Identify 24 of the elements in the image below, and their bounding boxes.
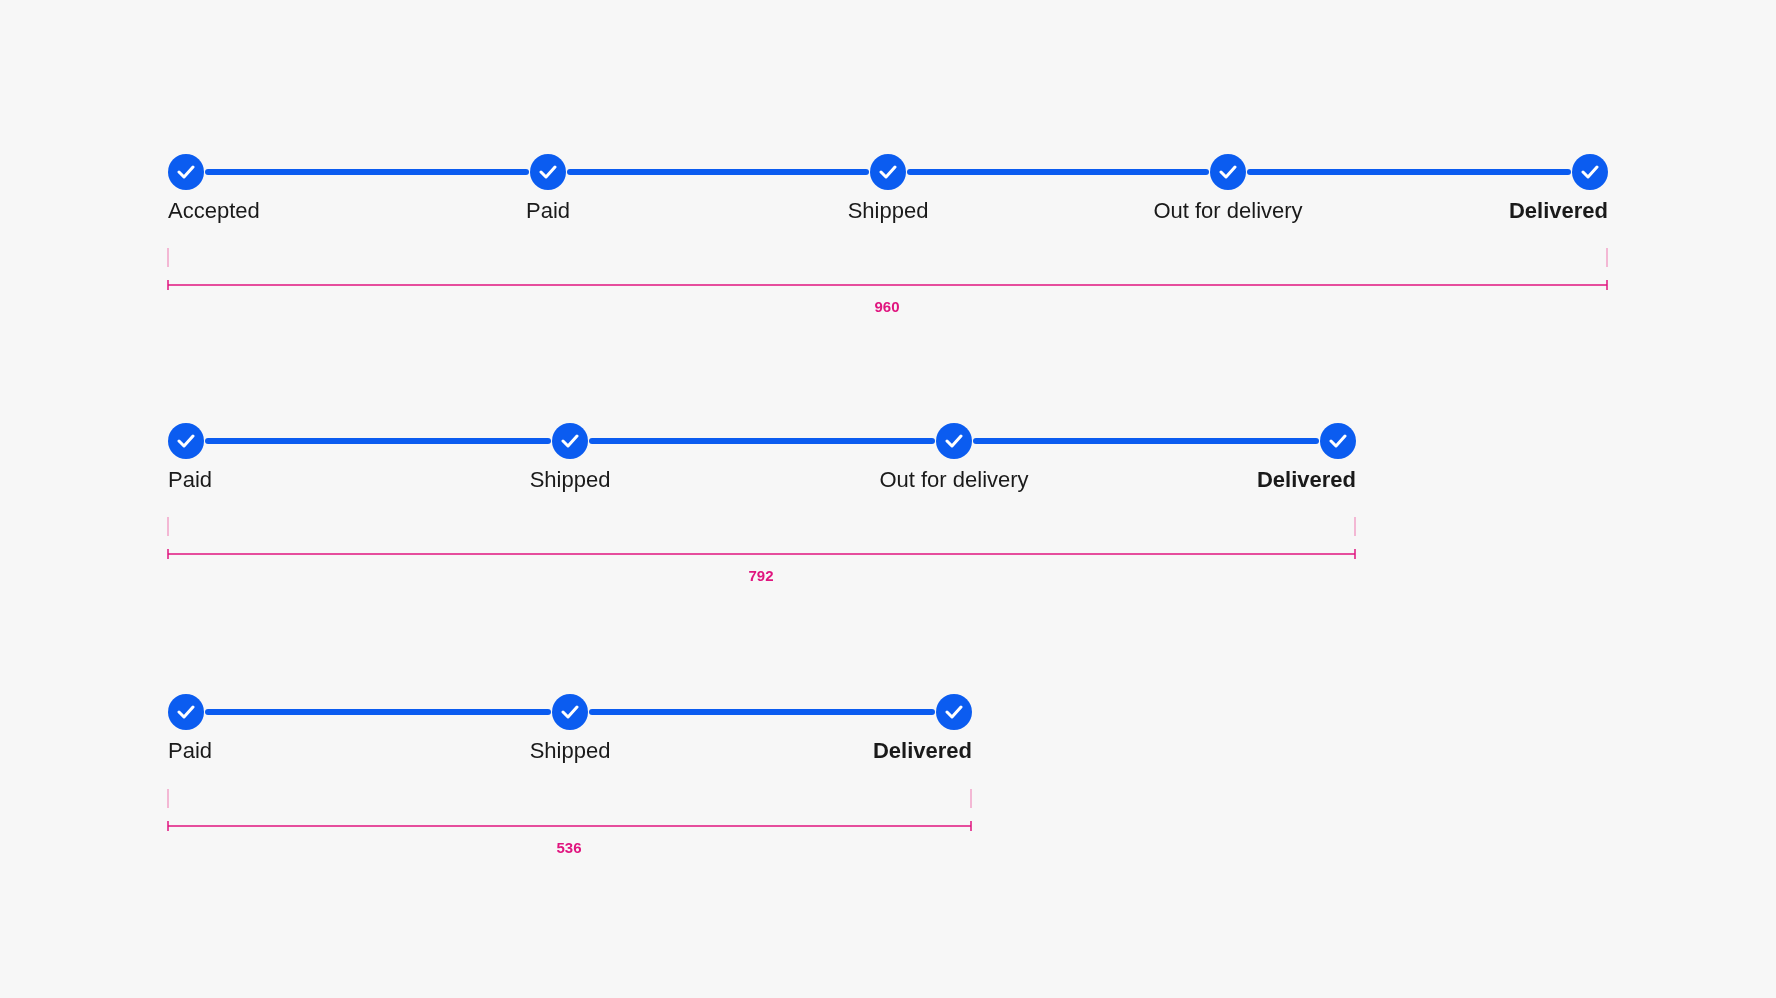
step-label: Paid bbox=[526, 198, 570, 224]
step-label: Shipped bbox=[529, 467, 611, 493]
progress-line bbox=[1247, 169, 1571, 175]
progress-line bbox=[205, 169, 529, 175]
progress-line bbox=[589, 438, 935, 444]
progress-line bbox=[567, 169, 869, 175]
progress-line bbox=[907, 169, 1209, 175]
step-label: Paid bbox=[168, 467, 213, 493]
dimension-label: 536 bbox=[556, 839, 582, 856]
progress-line bbox=[205, 438, 551, 444]
progress-line bbox=[589, 709, 935, 715]
step-label: Delivered bbox=[1256, 467, 1356, 493]
progress-line bbox=[973, 438, 1319, 444]
step-label: Out for delivery bbox=[1153, 198, 1303, 224]
dimension-label: 792 bbox=[748, 567, 774, 584]
step-label: Paid bbox=[168, 738, 213, 764]
step-label: Accepted bbox=[168, 198, 260, 224]
step-label: Shipped bbox=[529, 738, 611, 764]
dimension-label: 960 bbox=[874, 298, 900, 315]
progress-line bbox=[205, 709, 551, 715]
step-label: Delivered bbox=[872, 738, 972, 764]
step-label: Out for delivery bbox=[879, 467, 1029, 493]
step-label: Shipped bbox=[847, 198, 929, 224]
step-label: Delivered bbox=[1508, 198, 1608, 224]
